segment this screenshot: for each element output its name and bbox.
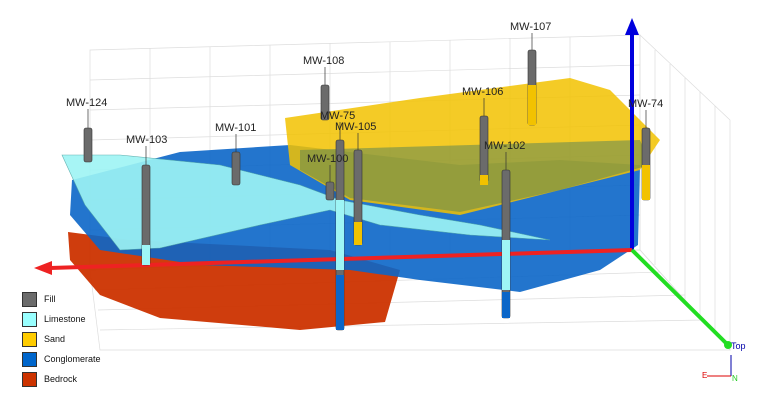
legend-item: Bedrock: [22, 369, 101, 389]
well-label: MW-107: [510, 21, 551, 33]
well-mw-75[interactable]: MW-75: [320, 110, 355, 331]
sand-overlap-shade: [300, 140, 650, 212]
well-casing: [325, 181, 335, 201]
compass-east-label: E: [702, 371, 707, 380]
legend-label: Fill: [44, 294, 56, 304]
legend-label: Sand: [44, 334, 66, 344]
well-casing: [231, 151, 241, 186]
well-label: MW-105: [335, 121, 376, 133]
well-layer-segment: [142, 245, 150, 265]
legend-label: Conglomerate: [44, 354, 101, 364]
legend-swatch: [22, 331, 37, 347]
well-layer-segment: [480, 175, 488, 185]
legend-label: Bedrock: [44, 374, 78, 384]
well-layer-segment: [642, 165, 650, 200]
well-label: MW-101: [215, 122, 256, 134]
well-mw-101[interactable]: MW-101: [215, 122, 256, 186]
legend-item: Limestone: [22, 309, 101, 329]
well-label: MW-108: [303, 55, 344, 67]
well-label: MW-102: [484, 140, 525, 152]
compass-top-label: Top: [731, 341, 746, 351]
legend-label: Limestone: [44, 314, 86, 324]
well-layer-segment: [528, 85, 536, 125]
well-label: MW-106: [462, 86, 503, 98]
compass-north-label: N: [732, 374, 738, 383]
well-mw-106[interactable]: MW-106: [462, 86, 503, 185]
well-mw-124[interactable]: MW-124: [66, 97, 107, 163]
well-label: MW-75: [320, 110, 355, 122]
legend-swatch: [22, 371, 37, 387]
well-mw-107[interactable]: MW-107: [510, 21, 551, 126]
well-mw-100[interactable]: MW-100: [307, 153, 348, 201]
well-layer-segment: [354, 222, 362, 245]
legend-swatch: [22, 291, 37, 307]
well-label: MW-100: [307, 153, 348, 165]
well-label: MW-124: [66, 97, 107, 109]
well-layer-segment: [502, 292, 510, 318]
well-casing: [83, 127, 93, 163]
well-mw-102[interactable]: MW-102: [484, 140, 525, 319]
well-layer-segment: [336, 275, 344, 330]
well-casing: [320, 84, 330, 121]
legend-item: Sand: [22, 329, 101, 349]
well-layer-segment: [502, 240, 510, 290]
legend-swatch: [22, 351, 37, 367]
well-mw-108[interactable]: MW-108: [303, 55, 344, 121]
legend-swatch: [22, 311, 37, 327]
well-layer-segment: [336, 200, 344, 270]
compass-widget: Top E N: [702, 341, 746, 383]
north-axis: [630, 248, 730, 347]
legend-item: Fill: [22, 289, 101, 309]
well-mw-105[interactable]: MW-105: [335, 121, 376, 246]
well-mw-74[interactable]: MW-74: [628, 98, 663, 201]
well-label: MW-103: [126, 134, 167, 146]
well-label: MW-74: [628, 98, 663, 110]
legend-item: Conglomerate: [22, 349, 101, 369]
well-mw-103[interactable]: MW-103: [126, 134, 167, 266]
